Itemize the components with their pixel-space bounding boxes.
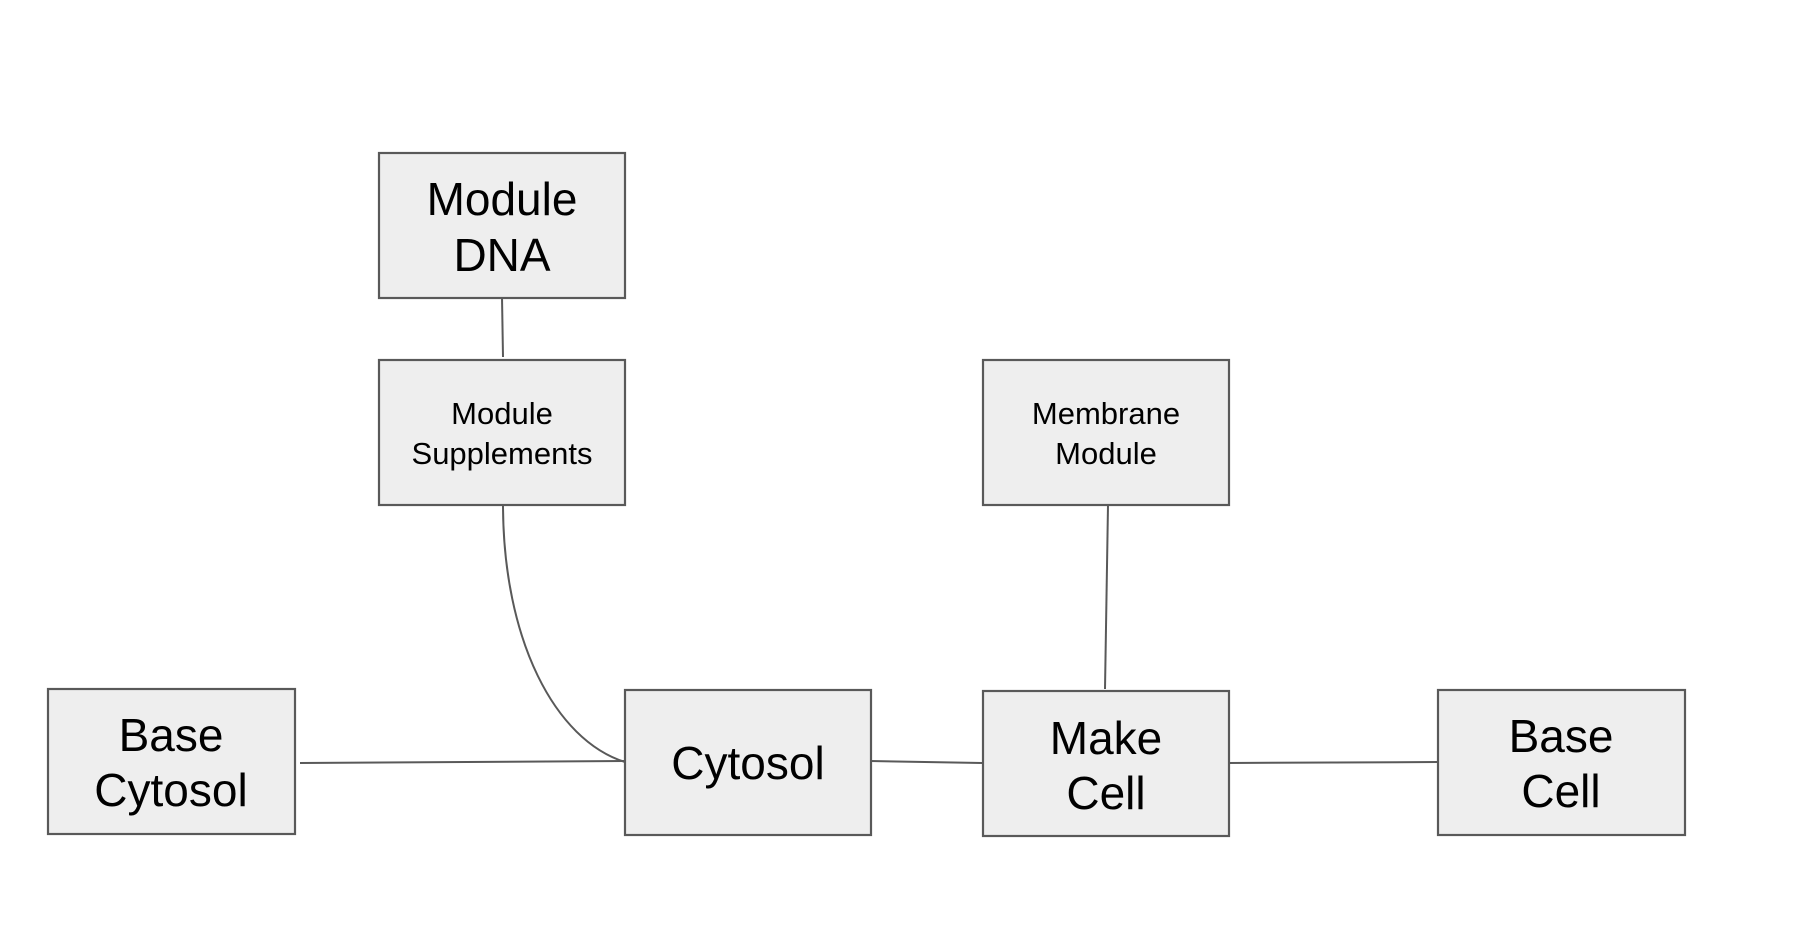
connectors (299, 296, 1439, 764)
node-label-line1: Membrane (1032, 396, 1180, 431)
node-label-line1: Make (1050, 712, 1162, 764)
node-box (981, 358, 1231, 507)
node-box (377, 151, 627, 300)
node-label-line2: DNA (453, 229, 550, 281)
connector-cytosol-make-cell (869, 760, 983, 764)
node-label-line1: Base (1509, 710, 1614, 762)
node-label-line1: Module (427, 173, 578, 225)
node-label-line2: Cell (1521, 765, 1600, 817)
node-label-line2: Cell (1066, 767, 1145, 819)
connector-base-cytosol-cytosol (299, 760, 626, 764)
node-base-cytosol[interactable]: Base Cytosol (46, 687, 297, 836)
node-box (1436, 688, 1687, 837)
node-make-cell[interactable]: Make Cell (981, 689, 1231, 838)
node-module-supplements[interactable]: Module Supplements (377, 358, 627, 507)
connector-make-cell-base-cell (1227, 761, 1439, 764)
node-cytosol[interactable]: Cytosol (623, 688, 873, 837)
node-label-line1: Cytosol (671, 737, 824, 789)
node-base-cell[interactable]: Base Cell (1436, 688, 1687, 837)
node-label-line1: Module (451, 396, 553, 431)
connector-membrane-make-cell (1104, 504, 1109, 690)
node-label-line2: Cytosol (94, 764, 247, 816)
node-label-line2: Module (1055, 436, 1157, 471)
node-box (46, 687, 297, 836)
node-label-line1: Base (119, 709, 224, 761)
connector-supplements-cytosol (502, 503, 626, 763)
node-membrane-module[interactable]: Membrane Module (981, 358, 1231, 507)
connector-dna-supplements (501, 296, 504, 358)
node-label-line2: Supplements (412, 436, 593, 471)
node-box (981, 689, 1231, 838)
node-box (623, 688, 873, 837)
node-module-dna[interactable]: Module DNA (377, 151, 627, 300)
node-box (377, 358, 627, 507)
